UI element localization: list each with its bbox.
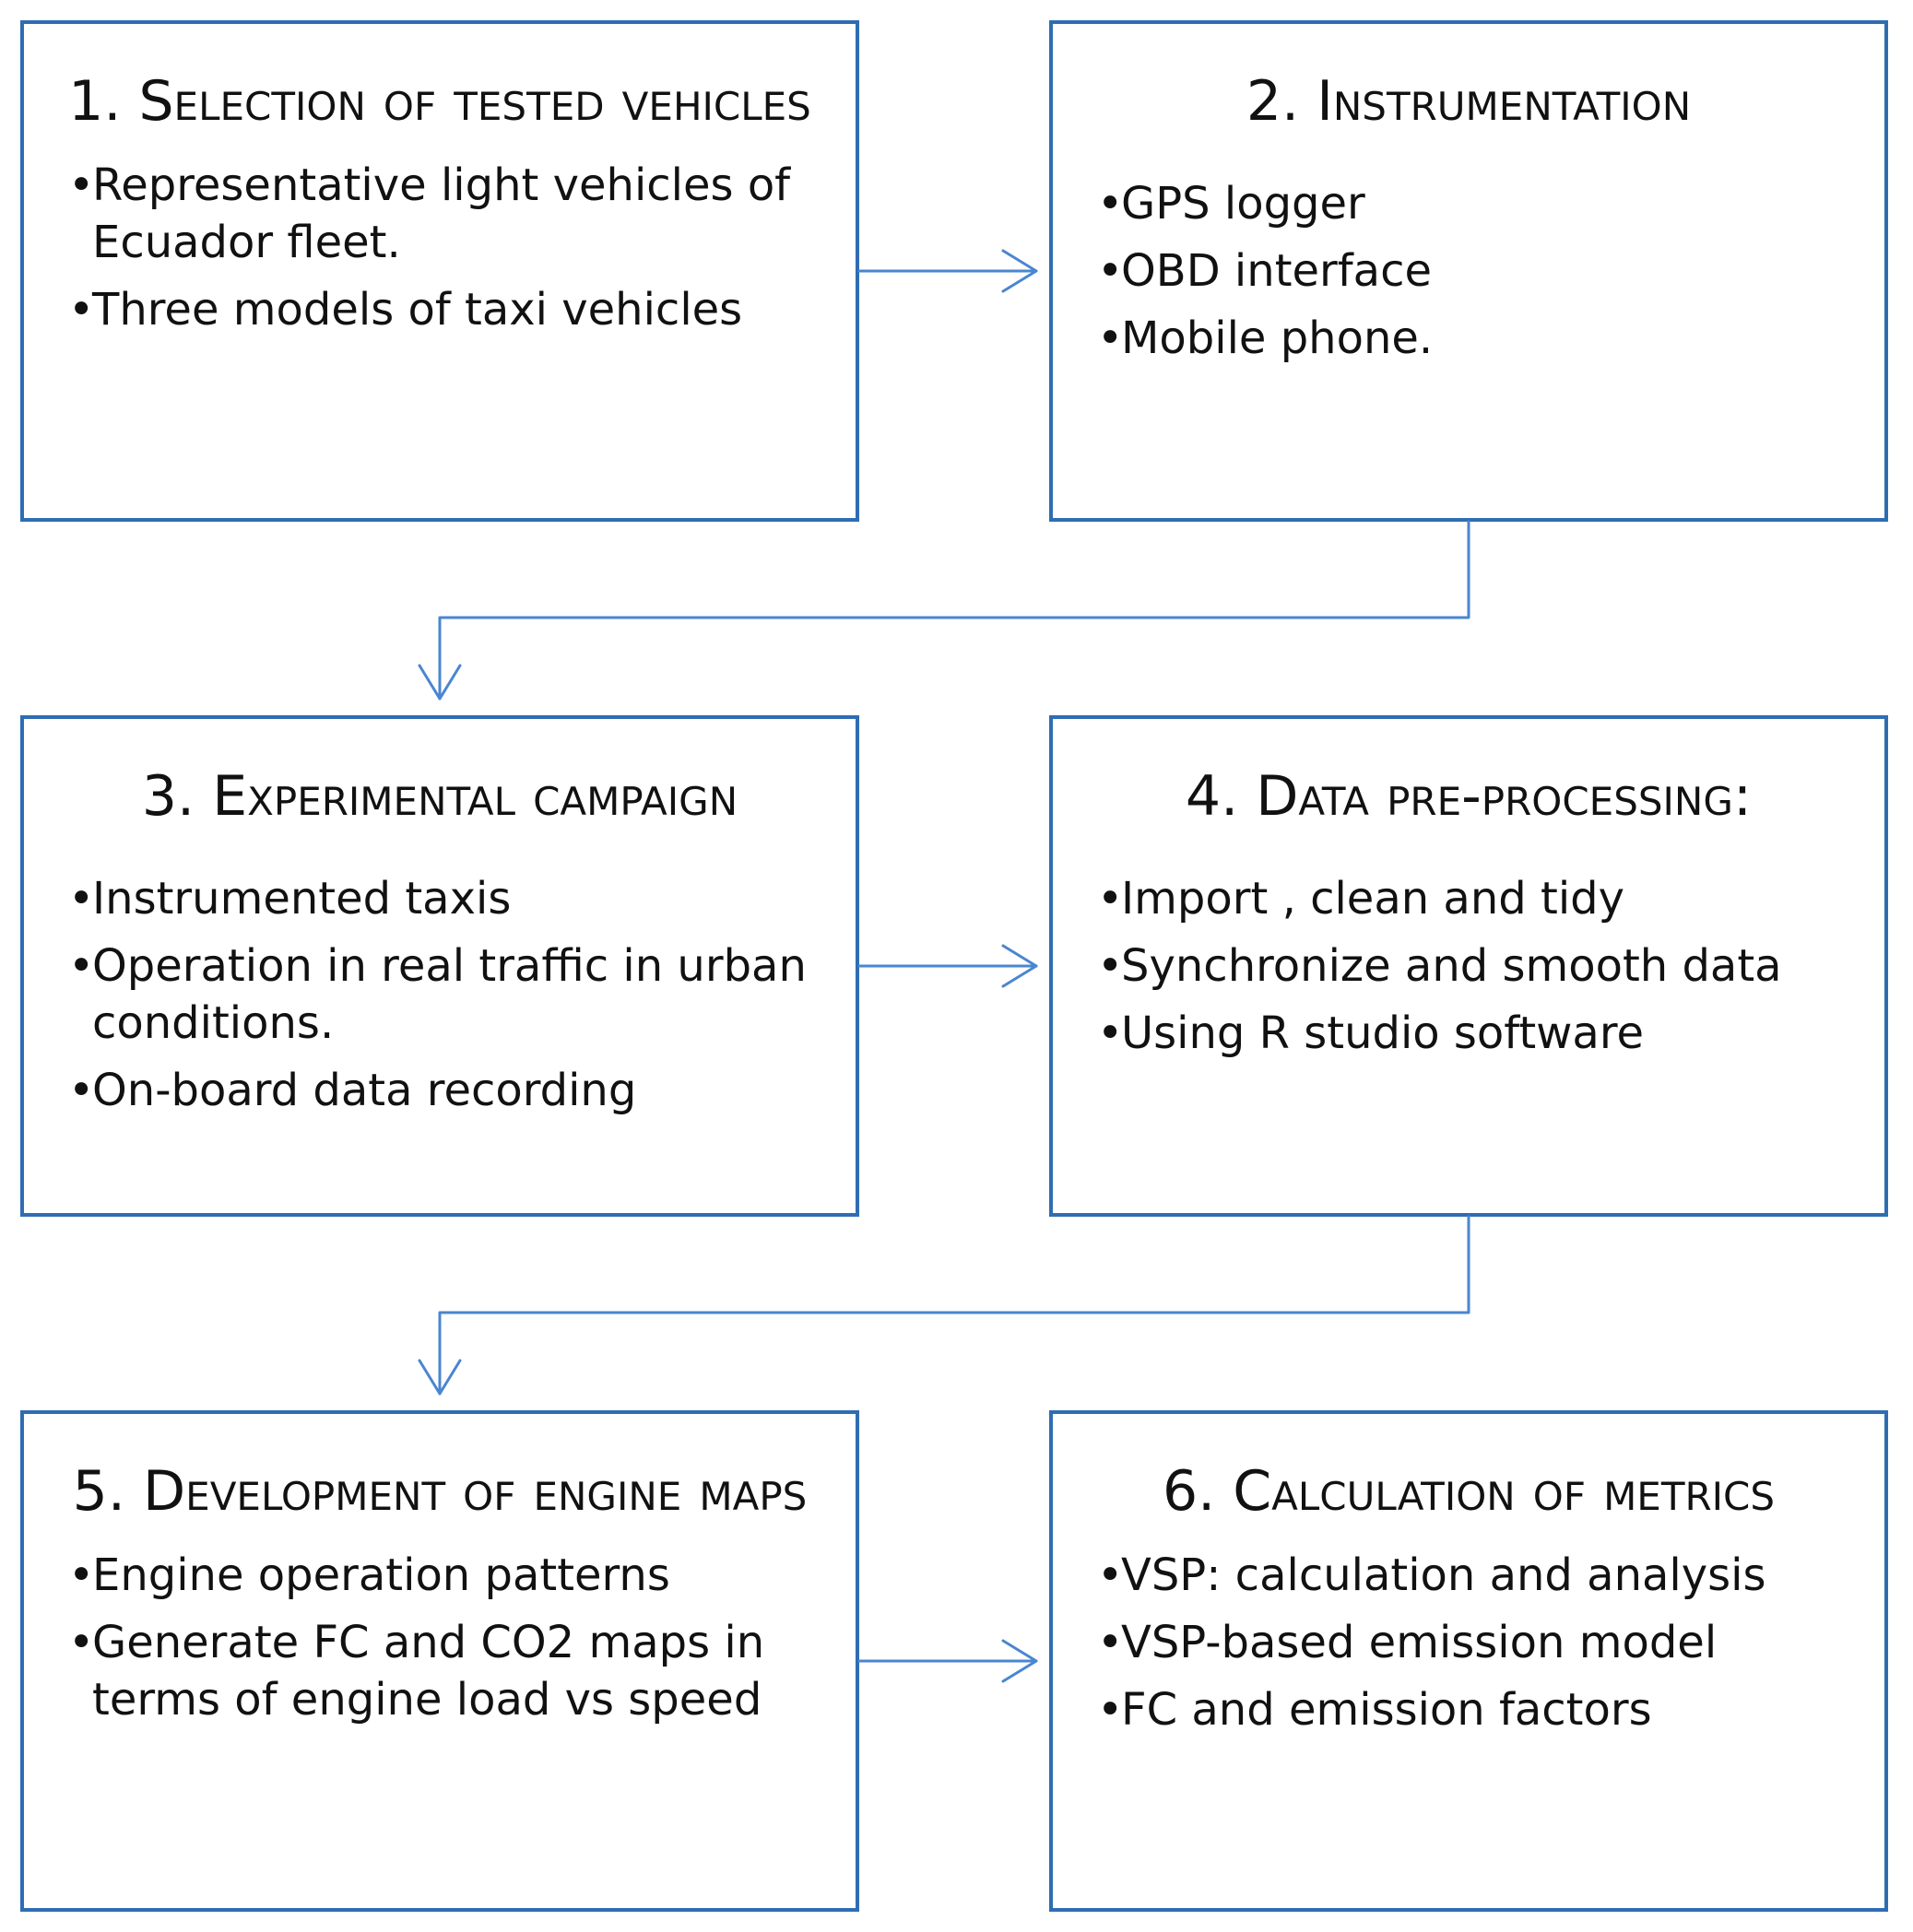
step-1-item: Three models of taxi vehicles [68, 281, 828, 338]
step-5-title: 5. Development of engine maps [72, 1459, 808, 1524]
step-2-item: GPS logger [1097, 175, 1857, 232]
step-2-title: 2. Instrumentation [1246, 69, 1692, 134]
step-4-item: Synchronize and smooth data [1097, 937, 1857, 995]
step-3-title: 3. Experimental campaign [141, 764, 738, 829]
step-4-title: 4. Data pre-processing: [1185, 764, 1753, 829]
step-5-item: Generate FC and CO2 maps in terms of eng… [68, 1614, 828, 1728]
step-4-items: Import , clean and tidy Synchronize and … [1097, 870, 1857, 1062]
step-3-item: Instrumented taxis [68, 870, 828, 927]
step-3-item: Operation in real traffic in urban condi… [68, 937, 828, 1052]
step-2-item: Mobile phone. [1097, 310, 1857, 367]
step-6-title: 6. Calculation of metrics [1162, 1459, 1776, 1524]
step-5-box: 5. Development of engine maps Engine ope… [20, 1410, 859, 1912]
step-5-item: Engine operation patterns [68, 1547, 828, 1604]
connector-step2-to-step3 [438, 520, 1470, 701]
step-3-items: Instrumented taxis Operation in real tra… [68, 870, 828, 1119]
step-3-item: On-board data recording [68, 1062, 828, 1119]
step-3-box: 3. Experimental campaign Instrumented ta… [20, 715, 859, 1217]
step-1-title: 1. Selection of tested vehicles [68, 69, 811, 134]
arrowhead-step3-to-step4 [1001, 944, 1038, 988]
step-2-item: OBD interface [1097, 242, 1857, 300]
step-6-item: VSP: calculation and analysis [1097, 1547, 1857, 1604]
arrowhead-step2-to-step3 [418, 664, 462, 701]
arrowhead-step1-to-step2 [1001, 249, 1038, 293]
connector-step4-to-step5 [438, 1215, 1470, 1396]
step-1-box: 1. Selection of tested vehicles Represen… [20, 20, 859, 522]
step-2-items: GPS logger OBD interface Mobile phone. [1097, 175, 1857, 367]
arrowhead-step5-to-step6 [1001, 1639, 1038, 1683]
step-5-items: Engine operation patterns Generate FC an… [68, 1547, 828, 1728]
step-4-item: Using R studio software [1097, 1005, 1857, 1062]
step-4-box: 4. Data pre-processing: Import , clean a… [1049, 715, 1888, 1217]
step-6-item: FC and emission factors [1097, 1681, 1857, 1738]
step-6-box: 6. Calculation of metrics VSP: calculati… [1049, 1410, 1888, 1912]
step-2-box: 2. Instrumentation GPS logger OBD interf… [1049, 20, 1888, 522]
step-6-items: VSP: calculation and analysis VSP-based … [1097, 1547, 1857, 1738]
step-4-item: Import , clean and tidy [1097, 870, 1857, 927]
step-1-item: Representative light vehicles of Ecuador… [68, 157, 828, 271]
step-6-item: VSP-based emission model [1097, 1614, 1857, 1671]
arrowhead-step4-to-step5 [418, 1359, 462, 1396]
step-1-items: Representative light vehicles of Ecuador… [68, 157, 828, 338]
